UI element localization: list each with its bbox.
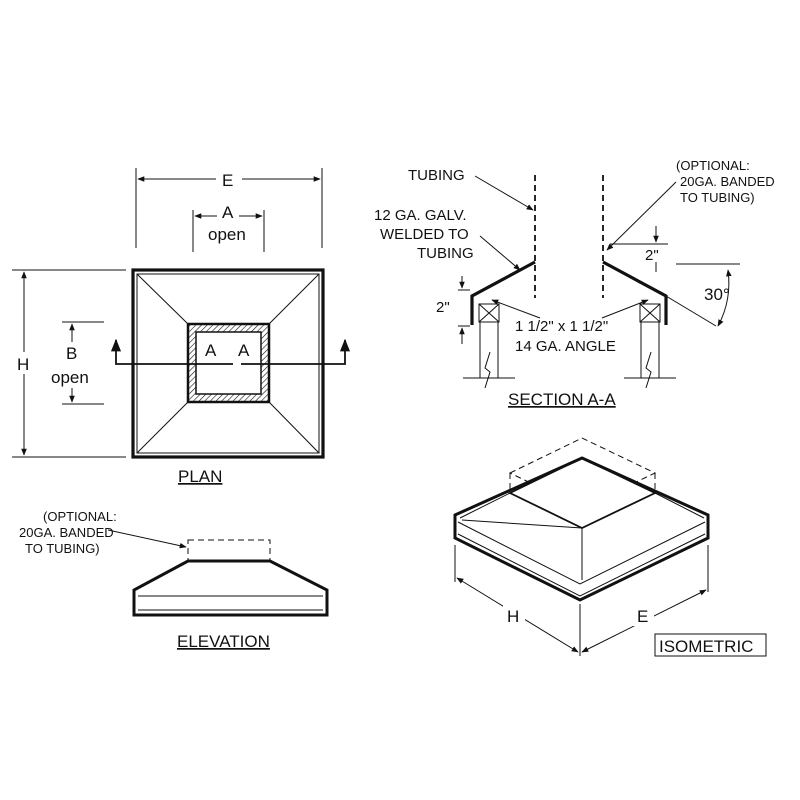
section-angle-right bbox=[639, 303, 661, 323]
plan-view: A A E A open H B open PLAN bbox=[12, 168, 351, 486]
plan-dim-a-sublabel: open bbox=[208, 225, 246, 244]
section-galv-right bbox=[602, 260, 668, 325]
plan-dim-a-label: A bbox=[222, 203, 234, 222]
plan-cut-label-left: A bbox=[205, 341, 217, 360]
section-galv-label-3: TUBING bbox=[417, 245, 474, 262]
elevation-optional-leader bbox=[107, 529, 187, 549]
elevation-optional-label-1: (OPTIONAL: bbox=[43, 509, 117, 524]
plan-dim-b-label: B bbox=[66, 344, 77, 363]
isometric-dim-h-label: H bbox=[507, 607, 519, 626]
elevation-optional-label-2: 20GA. BANDED bbox=[19, 525, 114, 540]
elevation-view: (OPTIONAL: 20GA. BANDED TO TUBING) ELEVA… bbox=[19, 509, 329, 651]
section-tubing-label: TUBING bbox=[408, 167, 465, 184]
plan-hip-line bbox=[136, 401, 189, 454]
plan-dim-b-sublabel: open bbox=[51, 368, 89, 387]
plan-dim-h-label: H bbox=[17, 355, 29, 374]
section-angle-left bbox=[478, 303, 500, 323]
section-dim-2-right-label: 2" bbox=[645, 247, 659, 264]
section-angle-arc bbox=[717, 269, 732, 327]
plan-cut-line-right bbox=[241, 338, 351, 365]
section-angle-label: 30° bbox=[704, 285, 730, 304]
section-galv-label-2: WELDED TO bbox=[380, 226, 469, 243]
isometric-title: ISOMETRIC bbox=[659, 637, 753, 656]
section-optional-label-1: (OPTIONAL: bbox=[676, 158, 750, 173]
section-view: TUBING 12 GA. GALV. WELDED TO TUBING (OP… bbox=[374, 158, 775, 409]
elevation-body bbox=[132, 559, 329, 617]
plan-hip-line bbox=[268, 401, 320, 454]
plan-hip-line bbox=[136, 273, 189, 325]
plan-cut-label-right: A bbox=[238, 341, 250, 360]
section-tubing-leader bbox=[474, 175, 534, 211]
section-optional-leader bbox=[606, 181, 677, 251]
isometric-dim-e-label: E bbox=[637, 607, 648, 626]
plan-opening bbox=[195, 331, 262, 395]
plan-dim-e-label: E bbox=[222, 171, 233, 190]
plan-hip-line bbox=[268, 273, 320, 325]
section-angle-size-label-1: 1 1/2" x 1 1/2" bbox=[515, 318, 608, 335]
elevation-title: ELEVATION bbox=[177, 632, 270, 651]
section-galv-leader bbox=[479, 235, 521, 271]
plan-cut-line-left bbox=[110, 338, 233, 365]
section-galv-label-1: 12 GA. GALV. bbox=[374, 207, 467, 224]
section-title: SECTION A-A bbox=[508, 390, 616, 409]
section-optional-label-3: TO TUBING) bbox=[680, 190, 755, 205]
plan-title: PLAN bbox=[178, 467, 222, 486]
section-dim-2-left-label: 2" bbox=[436, 299, 450, 316]
section-angle-leader-right bbox=[601, 299, 649, 319]
elevation-tubing-dashed bbox=[187, 539, 271, 561]
section-angle-size-label-2: 14 GA. ANGLE bbox=[515, 338, 616, 355]
section-galv-left bbox=[470, 260, 536, 325]
section-optional-label-2: 20GA. BANDED bbox=[680, 174, 775, 189]
section-angle-leader-left bbox=[491, 299, 541, 319]
isometric-title-box bbox=[654, 633, 767, 657]
elevation-optional-label-3: TO TUBING) bbox=[25, 541, 100, 556]
isometric-view: H E ISOMETRIC bbox=[453, 437, 767, 657]
